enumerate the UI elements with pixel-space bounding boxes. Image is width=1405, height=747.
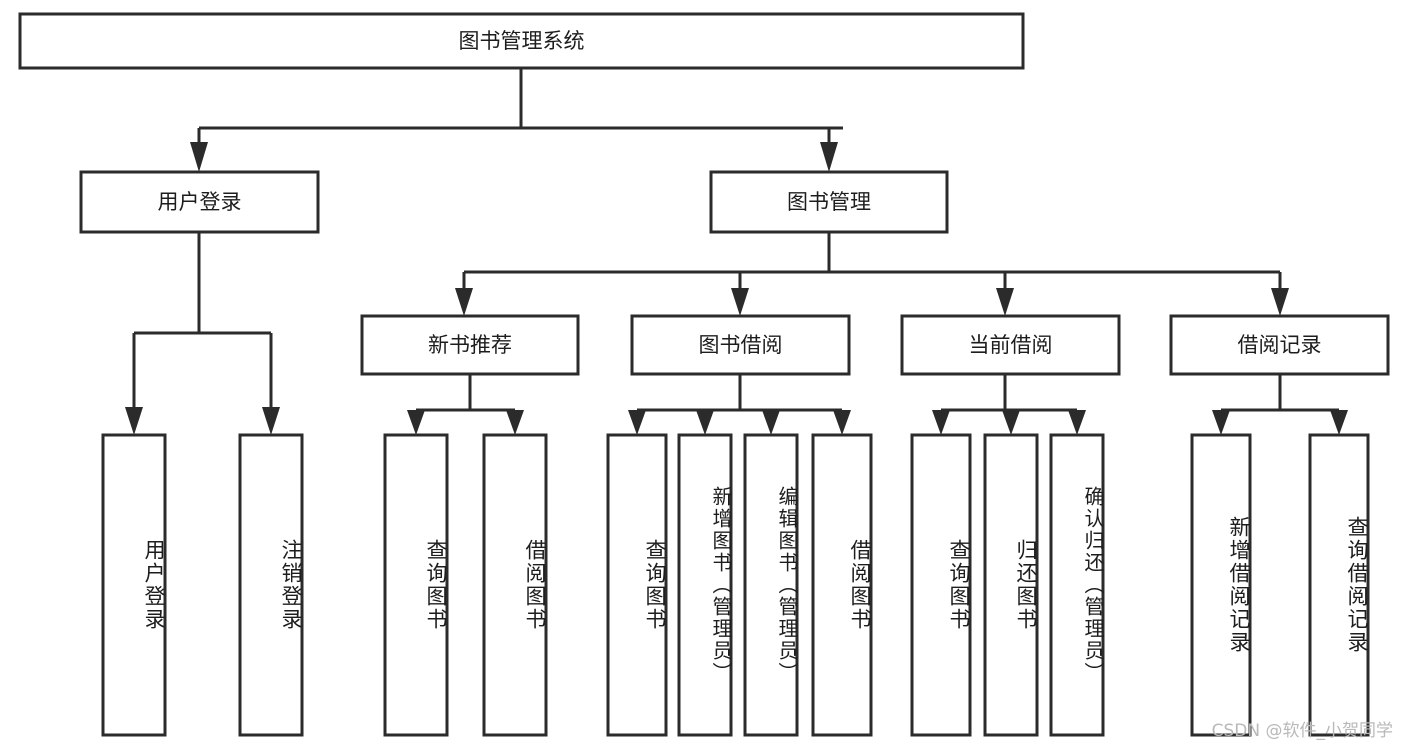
arrow-head-icon: [190, 142, 208, 172]
node-user-login-box[interactable]: [79, 170, 320, 234]
leaf-box-query-book-rec[interactable]: [383, 433, 449, 737]
node-book-borrow[interactable]: 图书借阅: [630, 314, 851, 376]
node-root-label: 图书管理系统: [459, 29, 585, 53]
arrow-head-icon: [506, 410, 524, 435]
leaf-box-borrow-book-rec[interactable]: [482, 433, 548, 737]
arrow-head-icon: [731, 288, 749, 316]
node-current-borrow[interactable]: 当前借阅: [900, 314, 1121, 376]
arrow-head-icon: [1212, 410, 1230, 435]
arrow-head-icon: [1068, 410, 1086, 435]
arrow-head-icon: [262, 407, 280, 435]
arrow-head-icon: [833, 410, 851, 435]
node-current-borrow-label: 当前借阅: [969, 333, 1053, 357]
leaf-box-query-book-cur[interactable]: [910, 433, 972, 737]
arrow-head-icon: [996, 288, 1014, 316]
connector-bookborrow-to-leaves: [628, 374, 851, 435]
node-book-manage-box[interactable]: [709, 170, 949, 234]
node-current-borrow-box[interactable]: [900, 314, 1121, 376]
arrow-head-icon: [820, 142, 838, 172]
watermark-text: CSDN @软件_小贺同学: [1211, 721, 1393, 741]
arrow-head-icon: [1002, 410, 1020, 435]
arrow-head-icon: [407, 410, 425, 435]
node-root[interactable]: 图书管理系统: [18, 12, 1025, 70]
leaf-box-edit-book[interactable]: [743, 433, 799, 737]
connector-currentborrow-to-leaves: [932, 374, 1086, 435]
node-new-book-rec[interactable]: 新书推荐: [360, 314, 580, 376]
arrow-head-icon: [932, 410, 950, 435]
leaf-box-user-login[interactable]: [101, 433, 167, 737]
arrow-head-icon: [1330, 410, 1348, 435]
leaf-box-return-book[interactable]: [983, 433, 1039, 737]
connector-borrowrecord-to-leaves: [1212, 374, 1348, 435]
arrow-head-icon: [125, 407, 143, 435]
leaf-box-query-record[interactable]: [1308, 433, 1370, 737]
node-user-login[interactable]: 用户登录: [79, 170, 320, 234]
leaf-box-confirm-return[interactable]: [1049, 433, 1105, 737]
arrow-head-icon: [628, 410, 646, 435]
connector-bookmanage-to-level3: [455, 232, 1289, 316]
node-borrow-record-label: 借阅记录: [1238, 333, 1322, 357]
node-root-box[interactable]: [18, 12, 1025, 70]
node-book-manage[interactable]: 图书管理: [709, 170, 949, 234]
leaf-box-logout[interactable]: [238, 433, 304, 737]
node-book-borrow-label: 图书借阅: [699, 333, 783, 357]
leaf-box-query-book-borrow[interactable]: [606, 433, 668, 737]
node-borrow-record[interactable]: 借阅记录: [1169, 314, 1390, 376]
node-book-borrow-box[interactable]: [630, 314, 851, 376]
connector-root-to-level2: [190, 68, 843, 172]
node-borrow-record-box[interactable]: [1169, 314, 1390, 376]
arrow-head-icon: [455, 288, 473, 316]
leaf-box-borrow-book[interactable]: [811, 433, 873, 737]
leaf-boxes: [101, 433, 1370, 737]
node-new-book-rec-label: 新书推荐: [428, 333, 512, 357]
node-book-manage-label: 图书管理: [787, 190, 871, 214]
arrow-head-icon: [696, 410, 714, 435]
node-new-book-rec-box[interactable]: [360, 314, 580, 376]
leaf-box-add-book[interactable]: [677, 433, 733, 737]
leaf-box-add-record[interactable]: [1190, 433, 1252, 737]
connector-userlogin-to-leaves: [125, 232, 280, 435]
connector-newbook-to-leaves: [407, 374, 524, 435]
node-user-login-label: 用户登录: [158, 190, 242, 214]
arrow-head-icon: [762, 410, 780, 435]
arrow-head-icon: [1271, 288, 1289, 316]
